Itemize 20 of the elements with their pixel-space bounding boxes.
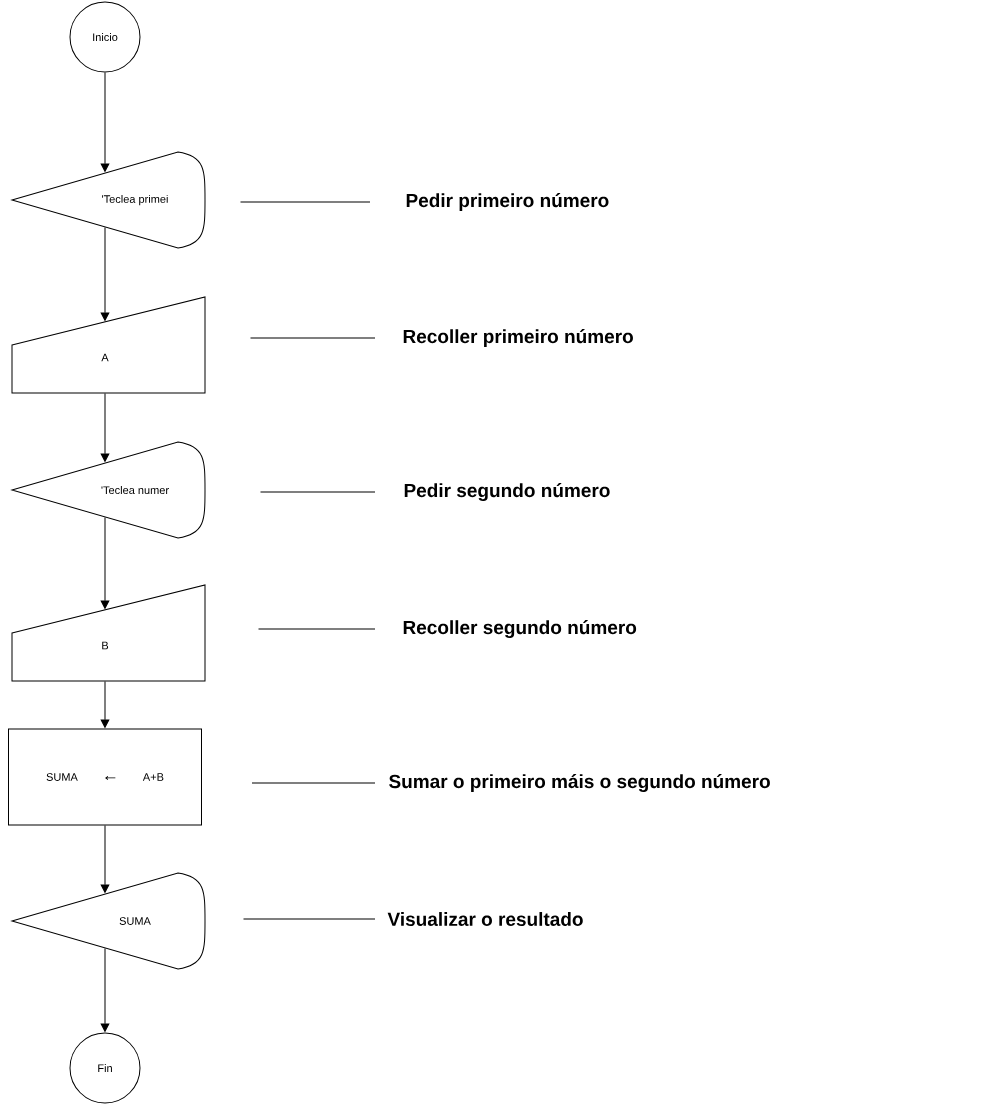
annotation-text: Recoller primeiro número	[403, 329, 633, 347]
annotation-text: Visualizar o resultado	[387, 912, 583, 926]
process-box: SUMA ← A+B	[8, 728, 202, 826]
leader-line	[260, 491, 376, 493]
arrow	[100, 393, 110, 462]
arrow	[100, 517, 110, 609]
arrow	[100, 825, 110, 893]
annotation-text: Pedir segundo número	[404, 483, 610, 501]
leader-line	[240, 201, 371, 203]
annotation-text: Pedir primeiro número	[406, 193, 609, 211]
annotation-text: Recoller segundo número	[403, 620, 637, 638]
arrow	[100, 681, 110, 728]
leader-line	[258, 628, 376, 630]
arrow	[100, 227, 110, 321]
leader-line	[250, 337, 376, 339]
leader-line	[243, 918, 376, 920]
leader-line	[251, 782, 376, 784]
arrow	[100, 72, 110, 172]
arrow	[100, 948, 110, 1032]
annotation-text: Sumar o primeiro máis o segundo número	[389, 774, 770, 792]
